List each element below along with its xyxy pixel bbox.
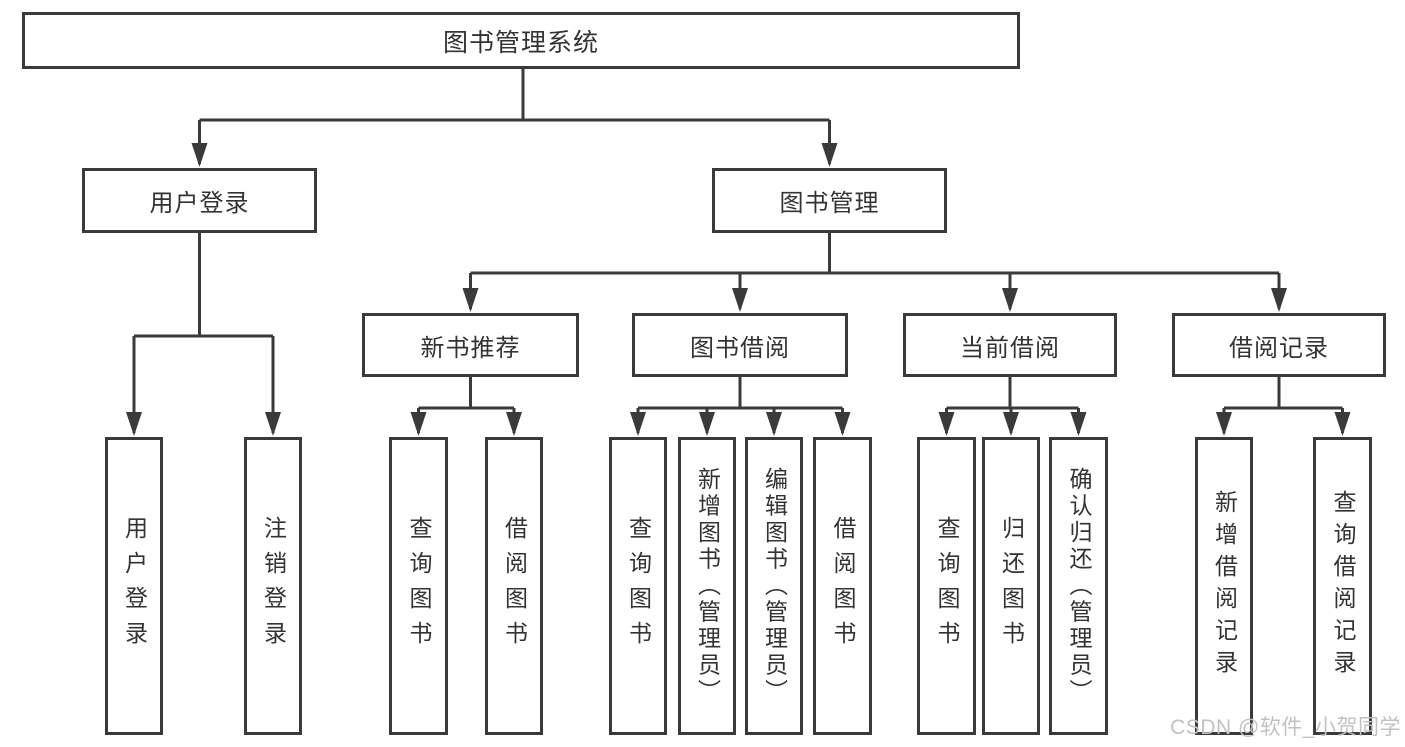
arrowhead (699, 412, 715, 436)
leaf-user-login: 用户登录 (105, 437, 163, 735)
node-label: 图书借阅 (690, 334, 790, 362)
leaf-query-borrow-record: 查询借阅记录 (1313, 437, 1372, 735)
arrowhead (1334, 412, 1351, 436)
node-label: 图书管理 (779, 190, 880, 217)
node-label: 查询图书 (625, 516, 652, 656)
node-label: 用户登录 (149, 190, 250, 217)
leaf-query-books-2: 查询图书 (609, 437, 667, 735)
node-label: 图书管理系统 (442, 28, 599, 57)
arrowhead (821, 143, 838, 167)
arrowhead (126, 412, 142, 436)
connector-book-mgmt-to-level2 (469, 233, 1281, 309)
arrowhead (191, 143, 208, 167)
leaf-borrow-books-1: 借阅图书 (485, 437, 543, 735)
leaf-edit-books-admin: 编辑图书（管理员） (745, 437, 803, 735)
arrowhead (732, 288, 748, 312)
connector-new-book-subtree (417, 377, 516, 433)
node-label: 新增借阅记录 (1211, 490, 1238, 682)
arrowhead (1070, 412, 1087, 436)
arrowhead (834, 412, 851, 436)
node-borrowing-records: 借阅记录 (1172, 313, 1386, 377)
leaf-add-borrow-record: 新增借阅记录 (1195, 437, 1253, 735)
node-label: 当前借阅 (960, 334, 1060, 362)
node-label: 借阅图书 (830, 516, 856, 656)
arrowhead (265, 412, 281, 436)
node-label: 归还图书 (998, 516, 1025, 656)
leaf-confirm-return-admin: 确认归还（管理员） (1049, 437, 1108, 735)
connector-book-borrow-subtree (636, 377, 844, 433)
arrowhead (1002, 288, 1018, 312)
arrowhead (506, 412, 522, 436)
connector-root-to-level1 (198, 69, 831, 164)
node-new-book-recommend: 新书推荐 (362, 313, 579, 377)
node-label: 借阅图书 (501, 516, 528, 656)
node-label: 查询图书 (934, 516, 960, 656)
node-library-management-system: 图书管理系统 (22, 12, 1020, 69)
arrowhead (766, 412, 782, 436)
leaf-add-books-admin: 新增图书（管理员） (678, 437, 736, 735)
node-label: 注销登录 (260, 516, 287, 656)
node-label: 编辑图书（管理员） (761, 466, 788, 706)
leaf-logout: 注销登录 (244, 437, 302, 735)
leaf-borrow-books-2: 借阅图书 (813, 437, 872, 735)
arrowhead (1216, 412, 1232, 436)
node-label: 新书推荐 (420, 334, 521, 362)
connector-user-login-subtree (132, 233, 275, 433)
arrowhead (462, 288, 479, 312)
node-label: 查询借阅记录 (1330, 490, 1356, 682)
node-book-borrowing: 图书借阅 (632, 313, 848, 377)
node-label: 借阅记录 (1229, 334, 1329, 362)
node-label: 查询图书 (406, 516, 432, 656)
leaf-query-books-3: 查询图书 (917, 437, 976, 735)
node-current-borrowing: 当前借阅 (903, 313, 1117, 377)
arrowhead (410, 412, 427, 436)
arrowhead (1003, 412, 1019, 436)
node-user-login: 用户登录 (82, 168, 317, 233)
node-label: 确认归还（管理员） (1066, 466, 1092, 706)
arrowhead (630, 412, 646, 436)
node-label: 新增图书（管理员） (694, 466, 721, 706)
arrowhead (1271, 288, 1287, 312)
connector-line-group (132, 69, 1344, 433)
watermark: CSDN @软件_小贺同学 (1170, 716, 1401, 739)
connector-borrow-record-subtree (1222, 377, 1344, 433)
node-label: 用户登录 (121, 516, 148, 656)
leaf-return-books: 归还图书 (982, 437, 1040, 735)
arrowhead-group (126, 143, 1351, 436)
node-book-management: 图书管理 (712, 168, 947, 233)
leaf-query-books-1: 查询图书 (389, 437, 448, 735)
arrowhead (938, 412, 955, 436)
